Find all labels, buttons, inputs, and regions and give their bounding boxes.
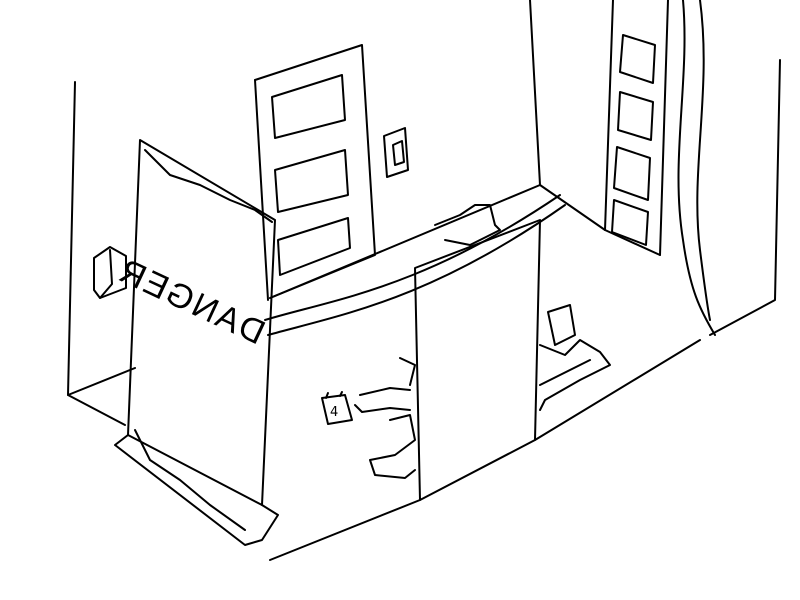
danger-sign-text: DANGER [112, 251, 271, 352]
hidden-figure [354, 204, 501, 479]
room-walls [67, 0, 781, 426]
tarp [264, 194, 701, 561]
battery-icon: 4 [321, 391, 353, 425]
door[interactable] [254, 44, 376, 301]
ladder[interactable] [604, 0, 669, 256]
partition-board [414, 219, 541, 501]
light-switch[interactable] [383, 127, 409, 178]
cables [677, 0, 716, 336]
battery-symbol: 4 [330, 405, 338, 420]
electrical-box [93, 246, 127, 299]
danger-sign: DANGER [112, 139, 279, 546]
person-lying [539, 304, 611, 411]
